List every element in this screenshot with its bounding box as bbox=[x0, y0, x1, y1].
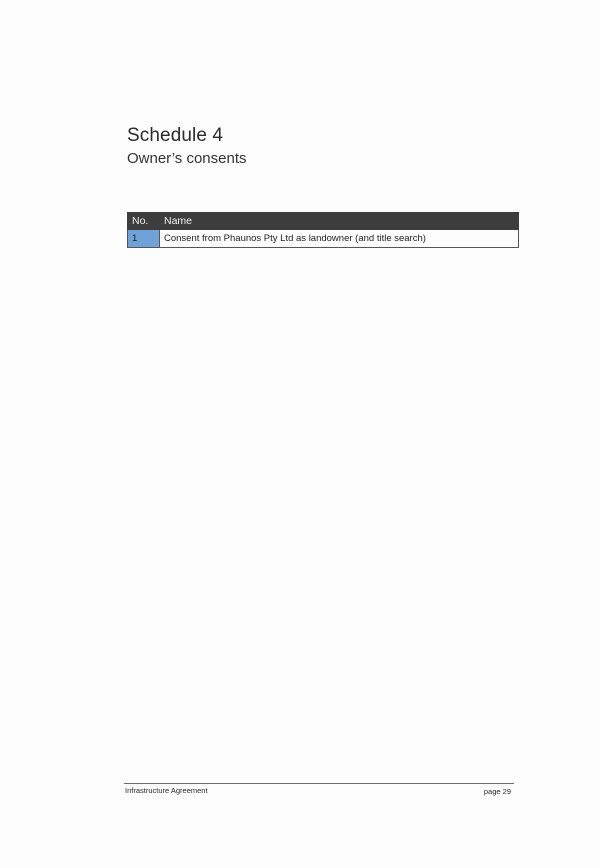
row-number-cell: 1 bbox=[127, 229, 160, 248]
footer-document-name: Infrastructure Agreement bbox=[125, 786, 208, 795]
schedule-title: Schedule 4 bbox=[127, 125, 224, 146]
column-header-name: Name bbox=[159, 212, 519, 230]
schedule-subtitle: Owner’s consents bbox=[127, 150, 247, 167]
footer-page-number: page 29 bbox=[483, 787, 511, 796]
row-name-cell: Consent from Phaunos Pty Ltd as landowne… bbox=[159, 229, 519, 248]
consents-table: No. Name 1 Consent from Phaunos Pty Ltd … bbox=[127, 212, 519, 248]
table-row: 1 Consent from Phaunos Pty Ltd as landow… bbox=[127, 229, 519, 248]
footer-divider bbox=[124, 783, 514, 784]
table-header-row: No. Name bbox=[127, 212, 519, 230]
column-header-no: No. bbox=[127, 212, 160, 230]
